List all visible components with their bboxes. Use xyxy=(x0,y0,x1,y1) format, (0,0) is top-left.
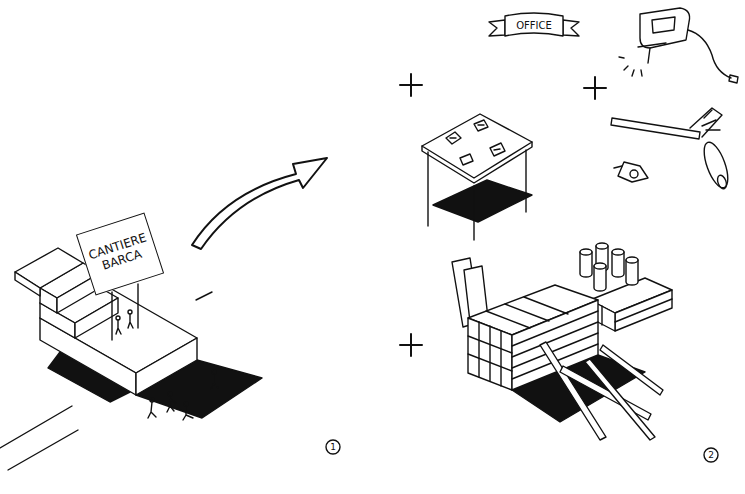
office-table xyxy=(450,125,500,150)
tape-measure xyxy=(630,170,638,178)
callout-circle xyxy=(326,440,718,462)
lumber-pile xyxy=(452,243,672,440)
office-table xyxy=(525,150,526,212)
lumber-pile xyxy=(468,336,512,371)
plus-sign xyxy=(400,74,422,96)
jigsaw-tool xyxy=(619,57,642,76)
office-table xyxy=(422,114,532,178)
callout-number: 1 xyxy=(326,440,340,454)
lumber-pile xyxy=(596,243,608,249)
office-table xyxy=(422,142,532,183)
person-figure xyxy=(148,402,156,418)
lumber-pile xyxy=(580,252,592,277)
sketch-illustration xyxy=(0,8,738,470)
banner-ribbon: OFFICE xyxy=(505,16,563,36)
office-table xyxy=(422,114,532,240)
office-table xyxy=(473,186,474,240)
person-figure xyxy=(211,374,218,389)
plus-sign xyxy=(400,334,422,356)
lumber-pile xyxy=(612,252,624,277)
callout-circle xyxy=(704,448,718,462)
office-table xyxy=(427,152,428,226)
curved-arrow xyxy=(192,158,327,249)
lumber-pile xyxy=(468,318,512,390)
try-square-tool xyxy=(611,118,700,139)
jigsaw-tool xyxy=(729,75,738,83)
callout-number: 2 xyxy=(704,448,718,462)
node-text: OFFICE xyxy=(516,20,552,32)
road-line xyxy=(8,430,78,470)
tape-measure xyxy=(618,162,648,182)
person-figure xyxy=(116,310,218,420)
jigsaw-tool xyxy=(648,48,650,63)
tape-measure xyxy=(614,162,648,182)
spray-bottle xyxy=(699,139,732,190)
sign-post xyxy=(112,284,138,340)
lumber-pile xyxy=(594,263,606,269)
sign-post xyxy=(137,284,138,328)
road-line xyxy=(0,406,72,448)
jigsaw-tool xyxy=(652,17,675,33)
jigsaw-tool xyxy=(638,43,666,47)
lumber-pile xyxy=(479,322,501,386)
curved-arrow xyxy=(192,158,327,249)
lumber-pile xyxy=(585,359,655,440)
sign-post xyxy=(111,292,112,340)
person-figure xyxy=(167,396,176,412)
callout-circle xyxy=(326,440,340,454)
lumber-pile xyxy=(512,300,598,390)
try-square-tool xyxy=(702,110,720,130)
lumber-pile xyxy=(594,266,606,291)
lumber-pile xyxy=(602,299,672,325)
lumber-pile xyxy=(486,297,568,328)
try-square-tool xyxy=(611,108,722,139)
road-line xyxy=(196,292,212,300)
person-figure xyxy=(116,320,121,334)
building xyxy=(15,272,40,296)
banner-ribbon xyxy=(505,13,563,36)
person-figure xyxy=(183,406,193,420)
spray-bottle xyxy=(716,174,728,190)
building xyxy=(136,338,197,395)
spray-bottle xyxy=(699,139,732,190)
try-square-tool xyxy=(690,108,722,137)
node-text: CANTIERE BARCA xyxy=(82,230,157,278)
lumber-pile xyxy=(612,249,624,255)
lumber-pile xyxy=(626,257,638,263)
jigsaw-tool xyxy=(640,8,690,48)
plus-sign xyxy=(584,77,606,99)
banner-ribbon xyxy=(489,13,579,36)
person-figure xyxy=(128,314,133,328)
banner-ribbon xyxy=(563,20,579,36)
jigsaw-tool xyxy=(619,8,738,83)
banner-ribbon xyxy=(489,20,505,36)
jigsaw-tool xyxy=(688,30,731,78)
office-table xyxy=(460,154,473,165)
lumber-pile xyxy=(626,260,638,285)
tape-measure xyxy=(614,166,622,168)
office-table xyxy=(433,180,532,222)
lumber-pile xyxy=(580,249,592,255)
building xyxy=(40,288,57,313)
